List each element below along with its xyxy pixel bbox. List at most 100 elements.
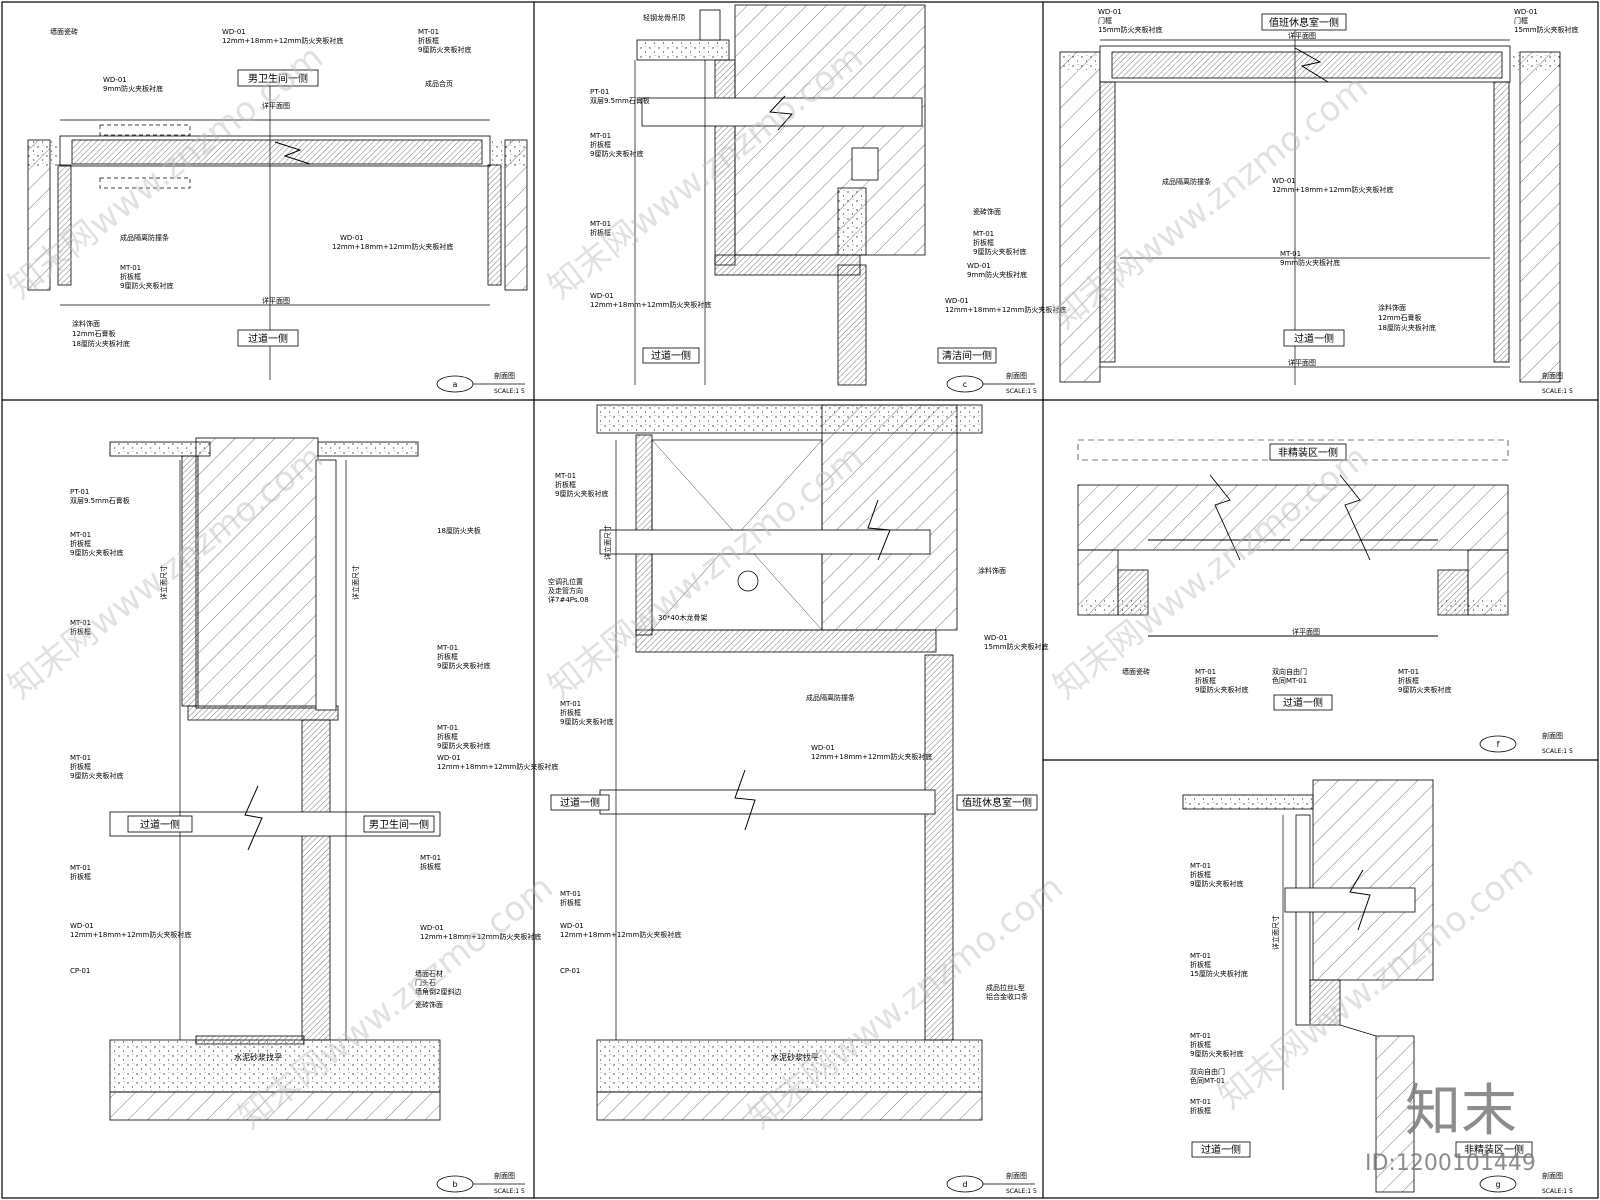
callout-label: 双层9.5mm石膏板 bbox=[590, 96, 650, 105]
panel-g: 过道一侧 非精装区一侧 MT-01 折板框 9厘防火夹板衬底 MT-01 折板框… bbox=[1182, 779, 1573, 1195]
panel-g-scale: SCALE:1 5 bbox=[1542, 1188, 1573, 1195]
panel-g-room-right: 非精装区一侧 bbox=[1464, 1143, 1524, 1156]
panel-c-room-right: 清洁间一侧 bbox=[942, 349, 992, 362]
panel-b-scale: SCALE:1 5 bbox=[494, 1188, 525, 1195]
callout-label: WD-01 bbox=[103, 76, 127, 84]
callout-label: 9厘防火夹板衬底 bbox=[1190, 879, 1243, 888]
callout-label: 折板框 bbox=[1190, 1106, 1211, 1115]
callout-label: MT-01 bbox=[420, 854, 441, 862]
callout-label: 详平面图 bbox=[1292, 627, 1320, 636]
panel-a-room-bottom: 过道一侧 bbox=[248, 332, 288, 345]
callout-label: 瓷砖饰面 bbox=[973, 207, 1001, 216]
callout-label: 折板框 bbox=[1190, 870, 1211, 879]
panel-a-section-label: 剖面图 bbox=[494, 371, 515, 380]
callout-label: 12mm石膏板 bbox=[1378, 313, 1422, 322]
callout-label: 折板框 bbox=[70, 627, 91, 636]
callout-label: 12mm+18mm+12mm防火夹板衬底 bbox=[560, 930, 681, 939]
callout-label: WD-01 bbox=[420, 924, 444, 932]
callout-label: 涂料饰面 bbox=[72, 319, 100, 328]
callout-label: 详立面尺寸 bbox=[1271, 915, 1280, 950]
panel-b-label-group: PT-01 双层9.5mm石膏板 MT-01 折板框 9厘防火夹板衬底 MT-0… bbox=[70, 488, 558, 1009]
callout-label: 折板框 bbox=[555, 480, 576, 489]
callout-label: MT-01 bbox=[1398, 668, 1419, 676]
callout-label: 详平面图 bbox=[1288, 31, 1316, 40]
callout-label: MT-01 bbox=[555, 472, 576, 480]
callout-label: 9mm防火夹板衬底 bbox=[1280, 258, 1340, 267]
callout-label: 折板框 bbox=[1398, 676, 1419, 685]
callout-label: 铝合金收口条 bbox=[986, 992, 1028, 1001]
callout-label: 9厘防火夹板衬底 bbox=[120, 281, 173, 290]
panel-b-letter: b bbox=[452, 1180, 457, 1189]
callout-label: 9厘防火夹板衬底 bbox=[555, 489, 608, 498]
callout-label: 墙面石材 bbox=[415, 969, 443, 978]
callout-label: WD-01 bbox=[811, 744, 835, 752]
callout-label: MT-01 bbox=[1190, 1032, 1211, 1040]
callout-label: 12mm+18mm+12mm防火夹板衬底 bbox=[420, 932, 541, 941]
callout-label: 18厘防火夹板衬底 bbox=[1378, 323, 1436, 332]
callout-label: MT-01 bbox=[560, 700, 581, 708]
panel-b-floor: 水泥砂浆找平 bbox=[234, 1052, 282, 1062]
callout-label: 折板框 bbox=[1190, 1040, 1211, 1049]
watermark-text: 知末网www.znzmo.com bbox=[541, 437, 871, 707]
callout-label: 折板框 bbox=[70, 762, 91, 771]
panel-e: 值班休息室一侧 过道一侧 WD-01 门框 15mm防火夹板衬底 WD-01 门… bbox=[1059, 8, 1579, 395]
panel-f-section-label: 剖面图 bbox=[1542, 731, 1563, 740]
panel-d-label-group: MT-01 折板框 9厘防火夹板衬底 空调孔位置 及走管方向 详7#4Ps.08… bbox=[548, 472, 1049, 1001]
panel-g-section-label: 剖面图 bbox=[1542, 1171, 1563, 1180]
callout-label: 折板框 bbox=[973, 238, 994, 247]
callout-label: MT-01 bbox=[1280, 250, 1301, 258]
callout-label: CP-01 bbox=[70, 967, 90, 975]
callout-label: 12mm石膏板 bbox=[72, 329, 116, 338]
callout-label: WD-01 bbox=[340, 234, 364, 242]
callout-label: 门头石 bbox=[415, 978, 436, 987]
panel-d-section-label: 剖面图 bbox=[1006, 1171, 1027, 1180]
callout-label: 12mm+18mm+12mm防火夹板衬底 bbox=[70, 930, 191, 939]
callout-label: 12mm+18mm+12mm防火夹板衬底 bbox=[811, 752, 932, 761]
callout-label: MT-01 bbox=[1190, 1098, 1211, 1106]
callout-label: MT-01 bbox=[70, 754, 91, 762]
callout-label: 色同MT-01 bbox=[1272, 676, 1307, 685]
panel-g-room-left: 过道一侧 bbox=[1201, 1143, 1241, 1156]
callout-label: MT-01 bbox=[590, 132, 611, 140]
panel-e-room-bottom: 过道一侧 bbox=[1294, 332, 1334, 345]
callout-label: 12mm+18mm+12mm防火夹板衬底 bbox=[945, 305, 1066, 314]
panel-e-label-group: WD-01 门框 15mm防火夹板衬底 WD-01 门框 15mm防火夹板衬底 … bbox=[1098, 8, 1579, 367]
panel-f-scale: SCALE:1 5 bbox=[1542, 748, 1573, 755]
callout-label: MT-01 bbox=[418, 28, 439, 36]
callout-label: 折板框 bbox=[437, 732, 458, 741]
panel-e-scale: SCALE:1 5 bbox=[1542, 388, 1573, 395]
callout-label: 成品隔离防撞条 bbox=[1162, 177, 1211, 186]
callout-label: 15厘防火夹板衬底 bbox=[1190, 969, 1248, 978]
panel-a: 男卫生间一侧 过道一侧 墙面瓷砖 WD-01 12mm+18mm+12mm防火夹… bbox=[27, 27, 528, 395]
callout-label: 空调孔位置 bbox=[548, 577, 583, 586]
panel-b-room-right: 男卫生间一侧 bbox=[369, 818, 429, 831]
callout-label: 折板框 bbox=[418, 36, 439, 45]
panel-d-floor: 水泥砂浆找平 bbox=[771, 1052, 819, 1062]
panel-c-room-left: 过道一侧 bbox=[651, 349, 691, 362]
callout-label: 及走管方向 bbox=[548, 586, 583, 595]
panel-c-section-label: 剖面图 bbox=[1006, 371, 1027, 380]
callout-label: 12mm+18mm+12mm防火夹板衬底 bbox=[332, 242, 453, 251]
panel-a-room-top: 男卫生间一侧 bbox=[248, 72, 308, 85]
panel-f-room-bottom: 过道一侧 bbox=[1283, 696, 1323, 709]
callout-label: 9厘防火夹板衬底 bbox=[1195, 685, 1248, 694]
callout-label: 双层9.5mm石膏板 bbox=[70, 496, 130, 505]
panel-d-scale: SCALE:1 5 bbox=[1006, 1188, 1037, 1195]
callout-label: 详立面尺寸 bbox=[603, 525, 612, 560]
callout-label: 9厘防火夹板衬底 bbox=[418, 45, 471, 54]
callout-label: 详平面图 bbox=[262, 101, 290, 110]
panel-f: 非精装区一侧 过道一侧 详平面图 墙面瓷砖 MT-01 折板框 9厘防火夹板衬底… bbox=[1077, 439, 1573, 755]
callout-label: 18厘防火夹板 bbox=[437, 526, 481, 535]
callout-label: WD-01 bbox=[1514, 8, 1538, 16]
callout-label: 成品合页 bbox=[425, 79, 453, 88]
callout-label: 折板框 bbox=[560, 898, 581, 907]
callout-label: 门框 bbox=[1514, 16, 1528, 25]
callout-label: 12mm+18mm+12mm防火夹板衬底 bbox=[222, 36, 343, 45]
callout-label: 9厘防火夹板衬底 bbox=[590, 149, 643, 158]
callout-label: MT-01 bbox=[70, 531, 91, 539]
panel-d-room-left: 过道一侧 bbox=[560, 796, 600, 809]
callout-label: WD-01 bbox=[590, 292, 614, 300]
callout-label: 折板框 bbox=[590, 228, 611, 237]
panel-f-letter: f bbox=[1497, 740, 1500, 749]
